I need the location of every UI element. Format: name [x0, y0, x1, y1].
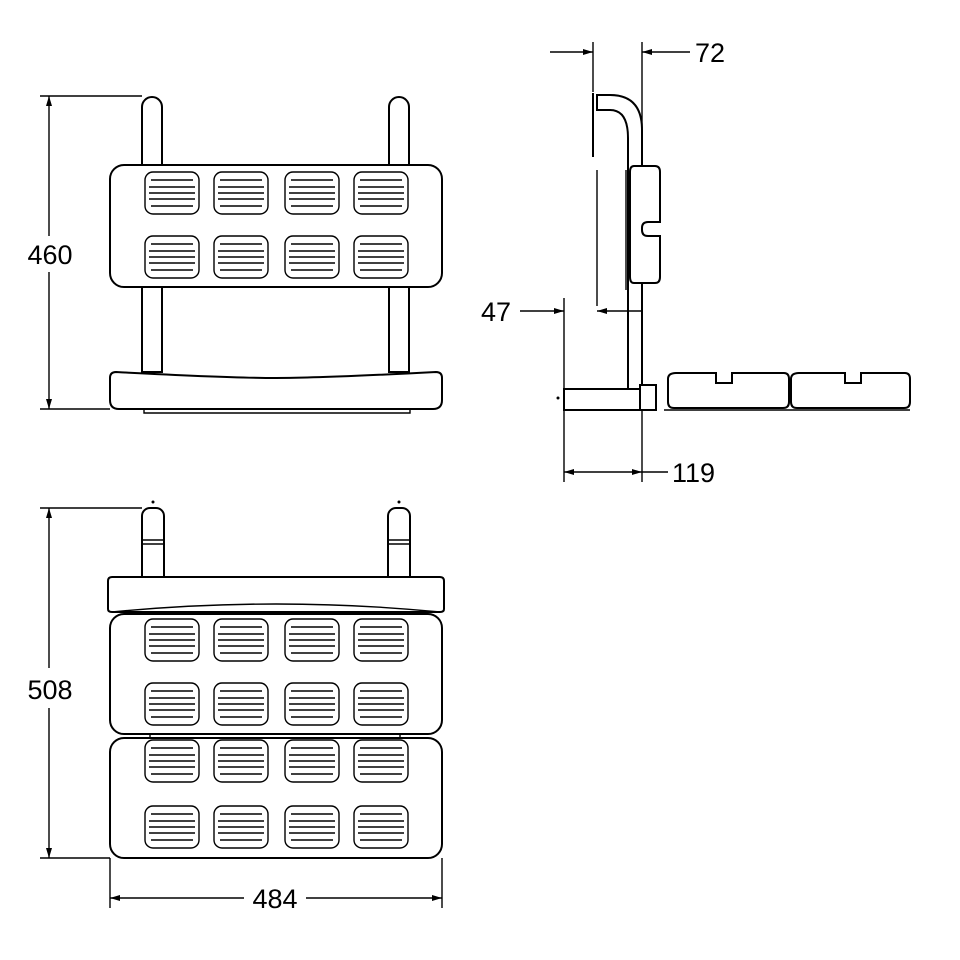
side-seat-block-1 — [667, 372, 790, 409]
top-view: 508 484 — [27, 500, 445, 914]
dim-label-508: 508 — [27, 675, 72, 705]
dimension-side-wall: 47 — [481, 297, 642, 389]
side-backrest — [629, 165, 661, 284]
dim-label-47: 47 — [481, 297, 511, 327]
top-seat-panel-2 — [109, 737, 443, 859]
dimension-front-height: 460 — [27, 95, 142, 410]
dim-label-484: 484 — [252, 884, 297, 914]
top-seat-panel-1 — [109, 613, 443, 735]
top-right-mount — [387, 500, 411, 591]
side-base — [563, 388, 641, 411]
dimension-top-depth: 508 — [27, 507, 142, 859]
top-rail-bar — [107, 576, 445, 613]
dimension-side-top: 72 — [550, 38, 725, 128]
dim-label-119: 119 — [672, 458, 715, 488]
dim-label-460: 460 — [27, 240, 72, 270]
front-view: 460 — [27, 95, 443, 414]
side-view: 72 47 119 — [481, 38, 911, 488]
dim-label-72: 72 — [695, 38, 725, 68]
dimension-width: 484 — [109, 858, 443, 914]
side-seat-block-2 — [790, 372, 911, 409]
front-backrest-panel — [109, 164, 443, 288]
dimension-side-depth: 119 — [563, 410, 715, 488]
front-seat — [109, 370, 443, 410]
